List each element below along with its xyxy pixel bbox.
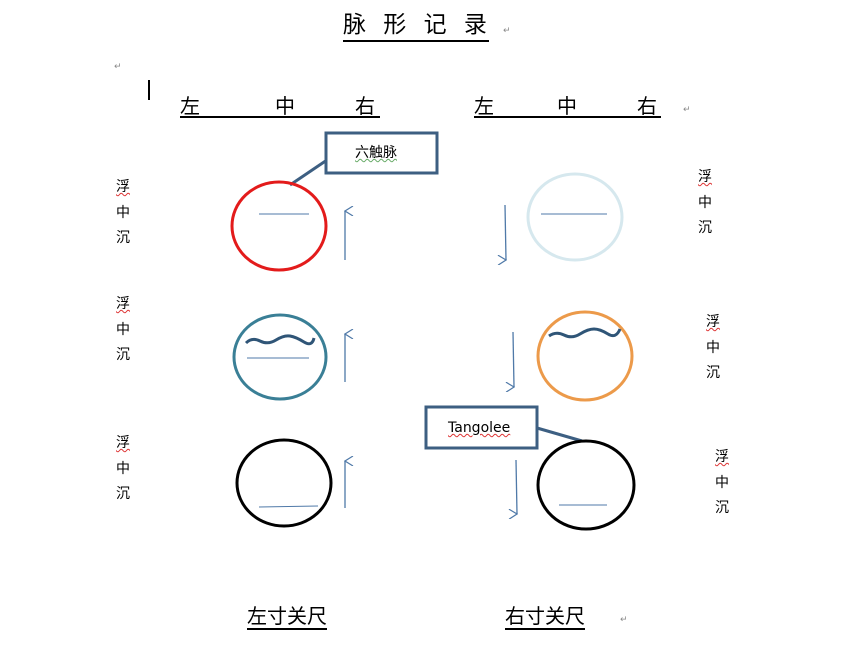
- header-left-zuo: 左: [180, 94, 200, 118]
- pulse-circle-right-cun[interactable]: [526, 172, 624, 262]
- level-labels-right-guan: 浮中沉: [706, 314, 720, 381]
- header-underline: [474, 116, 661, 118]
- pulse-circle-left-chi[interactable]: [235, 438, 333, 528]
- pulse-circle-right-chi[interactable]: [536, 439, 636, 531]
- header-left-you: 右: [355, 94, 375, 118]
- header-right-you: 右: [637, 94, 657, 118]
- callout-box-top[interactable]: [324, 131, 439, 175]
- paragraph-mark: ↵: [503, 26, 511, 36]
- level-labels-left-cun: 浮中沉: [116, 179, 130, 246]
- level-labels-right-cun: 浮中沉: [698, 169, 712, 236]
- pulse-circle-right-guan[interactable]: [536, 310, 634, 402]
- wavy-pulse-line: [548, 327, 622, 339]
- wavy-pulse-line: [244, 334, 316, 346]
- paragraph-mark: ↵: [683, 105, 691, 115]
- header-right-zuo: 左: [474, 94, 494, 118]
- arrow-down: [513, 331, 514, 387]
- callout-connector-top: [289, 158, 328, 187]
- footer-left-label: 左寸关尺: [247, 604, 327, 630]
- text-cursor: [148, 80, 150, 100]
- arrow-down: [516, 459, 517, 514]
- pulse-line: [258, 505, 319, 508]
- callout-text-top[interactable]: 六触脉: [355, 145, 397, 161]
- header-underline: [180, 116, 380, 118]
- paragraph-mark: ↵: [620, 615, 628, 625]
- footer-right-label: 右寸关尺: [505, 604, 585, 630]
- header-left-zhong: 中: [275, 94, 295, 118]
- pulse-circle-left-cun[interactable]: [230, 180, 328, 272]
- header-right-zhong: 中: [557, 94, 577, 118]
- callout-text-bottom[interactable]: Tangolee: [448, 420, 511, 436]
- page-title: 脉 形 记 录: [343, 14, 489, 42]
- level-labels-right-chi: 浮中沉: [715, 449, 729, 516]
- callout-box-bottom[interactable]: [424, 405, 539, 450]
- paragraph-mark: ↵: [114, 62, 122, 72]
- level-labels-left-chi: 浮中沉: [116, 435, 130, 502]
- callout-connector-bottom: [536, 426, 583, 443]
- pulse-circle-left-guan[interactable]: [232, 313, 328, 401]
- arrow-down: [505, 204, 506, 260]
- level-labels-left-guan: 浮中沉: [116, 296, 130, 363]
